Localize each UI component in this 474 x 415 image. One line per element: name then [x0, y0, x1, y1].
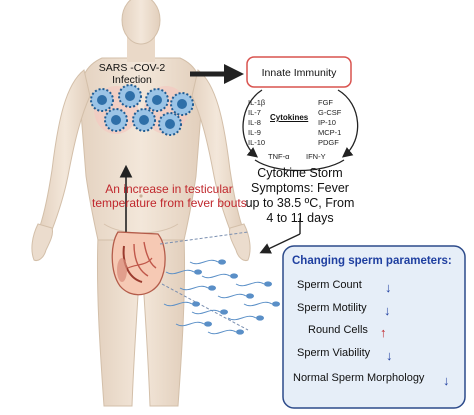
- cytokine-item: IFN-Y: [306, 152, 326, 161]
- cytokine-item: IL-10: [248, 138, 266, 147]
- cytokine-item: FGF: [318, 98, 333, 107]
- sperm-cell-icon: [207, 329, 244, 335]
- arrow-up-icon: ↑: [380, 325, 387, 340]
- storm-to-testis-arrow: [259, 218, 301, 254]
- cytokine-item: TNF-α: [268, 152, 290, 161]
- innate-immunity-title: Innate Immunity: [261, 67, 337, 79]
- sperm-parameters-title: Changing sperm parameters:: [292, 255, 452, 267]
- sperm-cell-icon: [201, 273, 238, 279]
- param-round-cells: Round Cells: [308, 324, 368, 336]
- sperm-cell-icon: [163, 301, 200, 307]
- sperm-cell-icon: [227, 315, 264, 321]
- cytokine-item: IL-9: [248, 128, 261, 137]
- virus-particle-icon: [158, 112, 182, 136]
- cytokine-item: IL-8: [248, 118, 261, 127]
- testicular-temperature-label: An increase in testicular temperature fr…: [92, 182, 247, 210]
- cytokine-item: G-CSF: [318, 108, 342, 117]
- storm-line1: Cytokine Storm: [257, 166, 343, 180]
- storm-line3: up to 38.5 ºC, From: [245, 196, 355, 210]
- arrow-down-icon: ↓: [386, 348, 393, 363]
- virus-particle-icon: [145, 88, 169, 112]
- cytokine-item: IP-10: [318, 118, 336, 127]
- infection-label-line2: Infection: [112, 74, 152, 86]
- infection-label: SARS -COV-2 Infection: [84, 62, 180, 86]
- cytokine-item: PDGF: [318, 138, 339, 147]
- infection-to-immunity-arrow: [190, 64, 244, 84]
- cytokine-item: IL-7: [248, 108, 261, 117]
- sperm-cell-icon: [243, 301, 280, 307]
- storm-line2: Symptoms: Fever: [251, 181, 349, 195]
- zoom-projection-lines: [159, 231, 249, 331]
- param-normal-sperm-morphology: Normal Sperm Morphology: [293, 372, 425, 384]
- infection-label-line1: SARS -COV-2: [98, 62, 166, 74]
- sperm-cell-icon: [175, 321, 212, 327]
- cytokine-item: MCP-1: [318, 128, 342, 137]
- cytokine-item: IL-1β: [248, 98, 266, 107]
- storm-line4: 4 to 11 days: [266, 211, 334, 225]
- param-sperm-motility: Sperm Motility: [297, 302, 367, 314]
- sperm-cell-icon: [189, 259, 226, 265]
- virus-particle-icon: [132, 108, 156, 132]
- sperm-cell-icon: [217, 293, 254, 299]
- testicular-line1: An increase in testicular: [105, 182, 233, 196]
- virus-particle-icon: [104, 108, 128, 132]
- sperm-cell-icon: [179, 285, 216, 291]
- arrow-down-icon: ↓: [385, 280, 392, 295]
- sperm-cell-icon: [191, 309, 228, 315]
- cytokine-cycle-arrows: [242, 89, 359, 172]
- virus-particle-icon: [90, 88, 114, 112]
- cytokine-storm-label: Cytokine Storm Symptoms: Fever up to 38.…: [225, 166, 375, 226]
- sperm-cell-icon: [235, 281, 272, 287]
- sperm-parameters-panel: [282, 245, 466, 409]
- testicular-line2: temperature from fever bouts: [92, 196, 247, 210]
- virus-particle-group: [90, 84, 194, 136]
- sperm-cell-icon: [165, 269, 202, 275]
- virus-particle-icon: [118, 84, 142, 108]
- testis-cross-section: [111, 231, 166, 296]
- arrow-down-icon: ↓: [384, 303, 391, 318]
- innate-immunity-box: [246, 56, 352, 88]
- cytokines-title: Cytokines: [270, 113, 309, 122]
- virus-particle-icon: [170, 92, 194, 116]
- arrow-down-icon: ↓: [443, 373, 450, 388]
- param-sperm-viability: Sperm Viability: [297, 347, 371, 359]
- sperm-cell-swarm: [163, 259, 280, 335]
- param-sperm-count: Sperm Count: [297, 279, 362, 291]
